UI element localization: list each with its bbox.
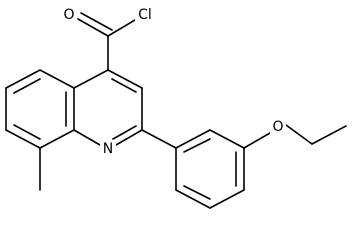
bond-carbonyl-double-b — [80, 12, 113, 31]
label-bg-oxygen-carbonyl — [61, 6, 77, 24]
atom-nitrogen: N — [103, 141, 113, 157]
bond-c4a-c5 — [39, 69, 75, 89]
bond-c5-c6-double — [5, 69, 41, 89]
bond-c8-c8a — [39, 129, 75, 149]
bond-c7-c8-double — [5, 129, 41, 149]
bond-oxygen-ch2 — [285, 124, 313, 145]
bond-ph3-oxygen — [243, 132, 271, 149]
bond-c2-phenyl — [141, 129, 177, 149]
bond-c2-n1-inner — [112, 125, 137, 140]
bonds — [5, 12, 347, 209]
bond-n1-c8a — [73, 129, 101, 146]
bond-carbonyl-chlorine — [107, 19, 136, 37]
bond-ph1-ph2-inner — [183, 138, 211, 153]
bond-ch2-ch3 — [311, 125, 347, 145]
label-bg-oxygen-ether — [270, 118, 286, 136]
bond-ph4-ph5 — [209, 189, 245, 209]
bond-ph1-ph2 — [175, 129, 211, 149]
atom-oxygen-carbonyl: O — [63, 7, 74, 23]
molecule-structure: O Cl N O — [5, 6, 347, 209]
bond-ph5-ph6-double — [175, 189, 211, 209]
atom-labels: O Cl N O — [61, 6, 286, 158]
bond-c4a-c4 — [73, 69, 109, 89]
bond-c7-c8-inner — [13, 124, 41, 140]
bond-c2-n1-double — [115, 129, 143, 146]
bond-ph5-ph6-inner — [183, 185, 211, 200]
label-bg-chlorine — [135, 6, 155, 24]
atom-oxygen-ether: O — [272, 119, 283, 135]
bond-c4-c3-inner — [111, 78, 137, 93]
atom-chlorine: Cl — [138, 7, 152, 23]
bond-c5-c6-inner — [13, 78, 41, 94]
bond-carbonyl-double-a — [77, 18, 109, 37]
label-bg-nitrogen — [100, 140, 116, 158]
bond-c4-c3-double — [107, 69, 143, 89]
bond-ph2-ph3 — [209, 129, 245, 149]
